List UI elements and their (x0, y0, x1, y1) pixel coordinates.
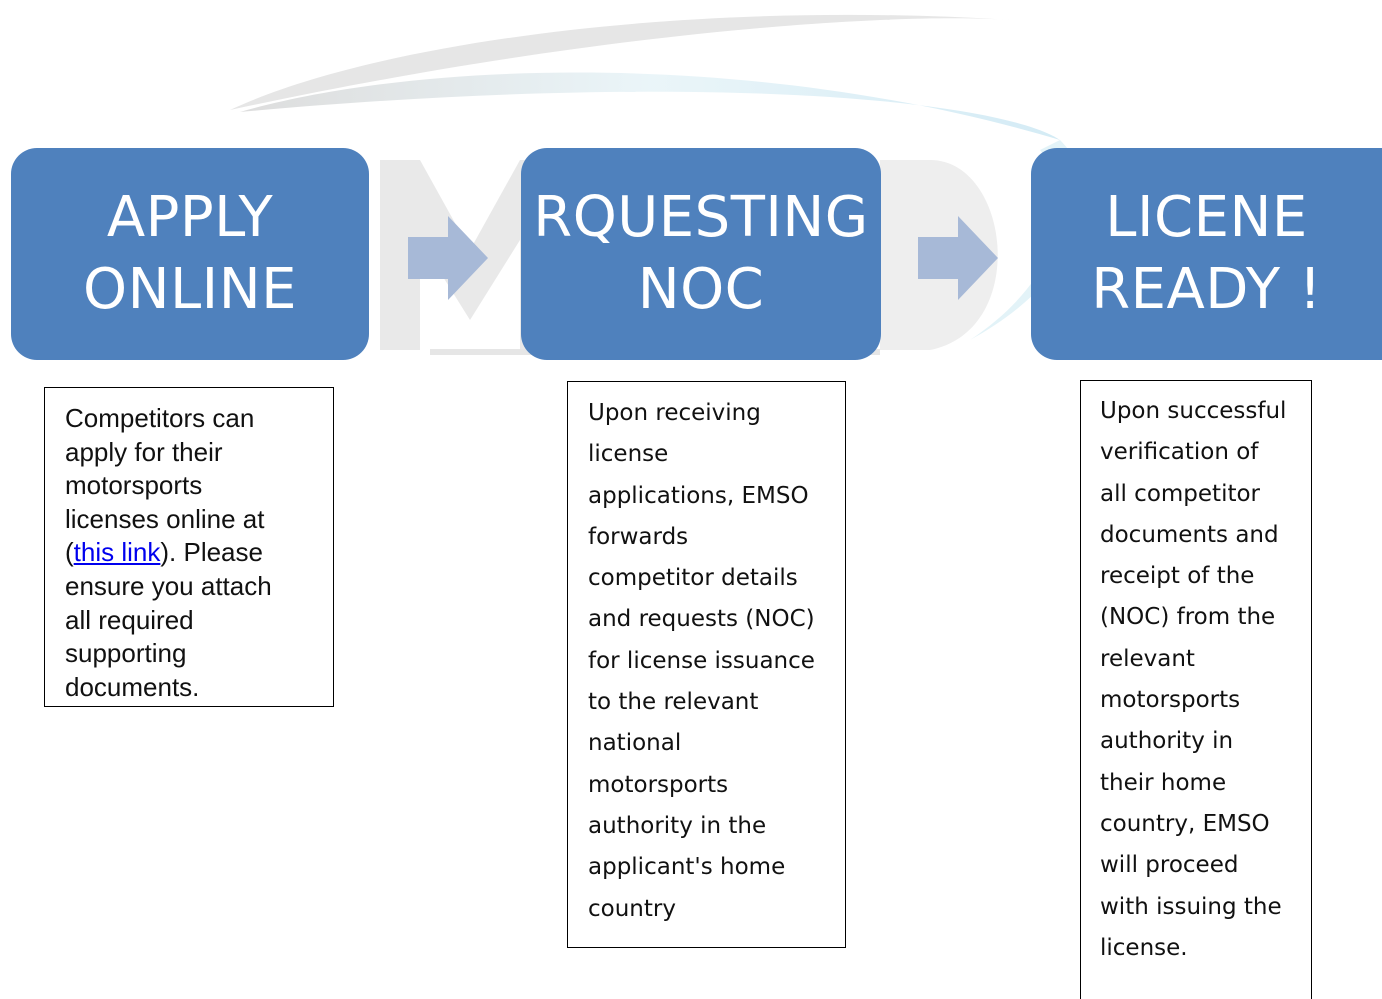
note-line: applicant's home (588, 854, 786, 881)
note-line: apply for their (65, 436, 223, 467)
note-line: Upon receiving (588, 400, 761, 426)
note-line: for license issuance (588, 647, 815, 674)
step-title-line2: READY ! (1091, 257, 1322, 322)
step-requesting-noc: RQUESTING NOC (521, 148, 881, 360)
link-prefix: ( (65, 537, 74, 568)
note-line: receipt of the (1100, 563, 1255, 590)
note-line: to the relevant (588, 689, 759, 716)
note-line: competitor details (588, 565, 798, 592)
note-line: Upon successful (1100, 398, 1287, 424)
note-line: (NOC) from the (1100, 604, 1276, 631)
note-line: applications, EMSO (588, 482, 809, 509)
link-suffix: ). Please (160, 537, 263, 568)
note-line: will proceed (1100, 852, 1239, 879)
note-line: documents and (1100, 521, 1279, 548)
step-title-line2: ONLINE (83, 257, 297, 322)
note-line: documents. (65, 671, 200, 702)
note-line: their home (1100, 769, 1227, 796)
note-line: motorsports (65, 470, 203, 501)
note-line: licenses online at (65, 503, 265, 534)
right-arrow-icon (408, 216, 488, 300)
note-line: country, EMSO (1100, 810, 1270, 837)
note-line: ensure you attach (65, 570, 272, 601)
note-line: relevant (1100, 645, 1195, 672)
note-line: Competitors can (65, 403, 255, 433)
step-title-line1: APPLY (106, 185, 274, 250)
step-title-line2: NOC (637, 257, 765, 322)
apply-online-description: Competitors can apply for their motorspo… (44, 387, 334, 707)
step-title-line1: RQUESTING (533, 185, 869, 250)
step-apply-online: APPLY ONLINE (11, 148, 369, 360)
note-line: license. (1100, 934, 1188, 961)
step-title-line1: LICENE (1105, 185, 1308, 250)
note-line: national (588, 730, 682, 757)
note-line: motorsports (1100, 687, 1241, 714)
note-line: forwards (588, 523, 689, 550)
note-line: supporting (65, 638, 187, 669)
license-ready-description: Upon successful verification of all comp… (1080, 380, 1312, 999)
note-line: country (588, 895, 676, 922)
application-link[interactable]: this link (73, 537, 161, 568)
note-line: all competitor (1100, 480, 1261, 507)
note-line-with-link: (this link). Please (65, 536, 317, 570)
note-line: and requests (NOC) (588, 606, 815, 633)
step-license-ready: LICENE READY ! (1031, 148, 1382, 360)
right-arrow-icon (918, 216, 998, 300)
requesting-noc-description: Upon receiving license applications, EMS… (567, 381, 846, 948)
note-line: authority in the (588, 812, 767, 839)
note-line: with issuing the (1100, 893, 1282, 920)
note-line: verification of (1100, 439, 1259, 466)
note-line: authority in (1100, 728, 1234, 755)
note-line: all required (65, 604, 194, 635)
note-line: motorsports (588, 771, 729, 798)
note-line: license (588, 441, 669, 468)
